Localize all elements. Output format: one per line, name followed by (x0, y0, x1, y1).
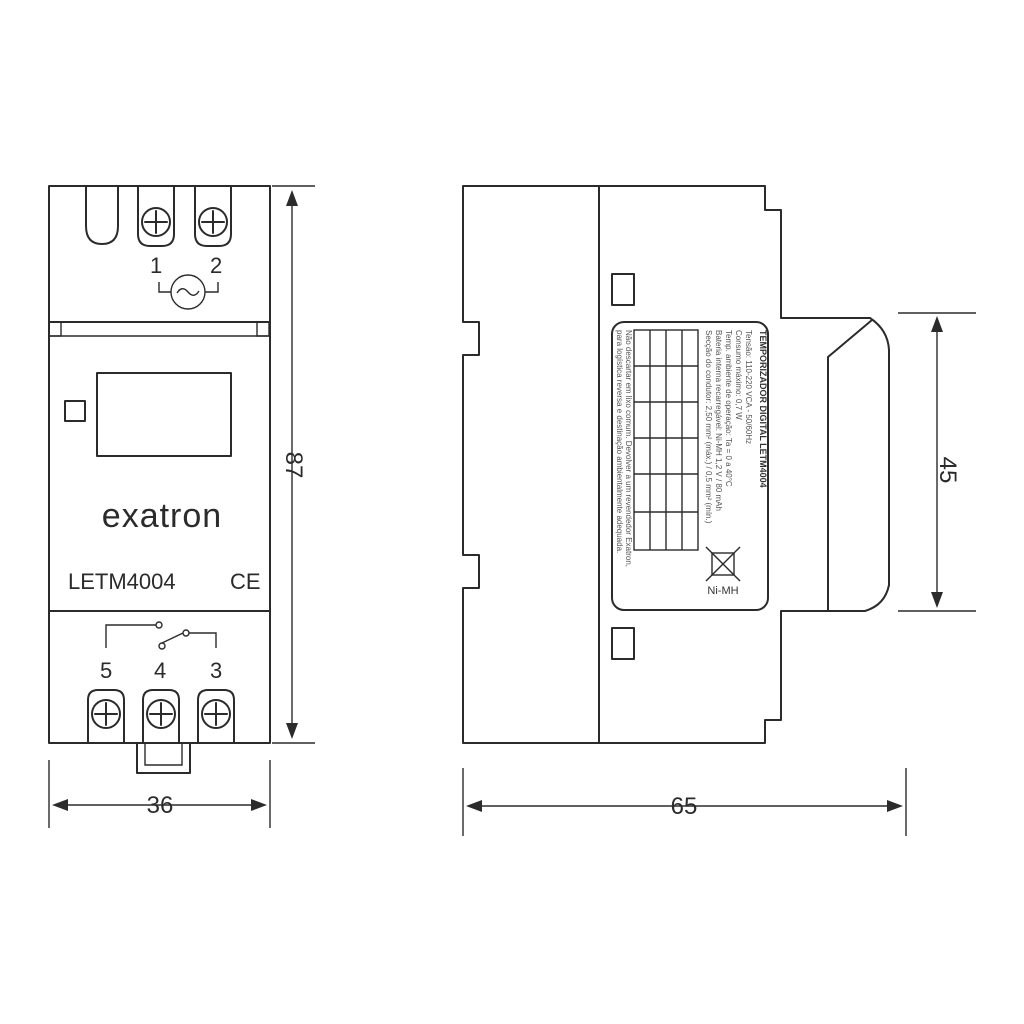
side-window-bottom (611, 627, 635, 660)
terminal-label-2: 2 (210, 253, 222, 278)
front-bottom-slot-4 (142, 689, 180, 744)
relay-contact-icon (105, 621, 217, 650)
arrow-up-icon (286, 190, 298, 206)
height-dimension-value: 87 (280, 452, 307, 479)
program-button (64, 400, 86, 422)
label-line-2: Consumo máximo: 0,7 W (734, 330, 743, 420)
screw-icon (141, 207, 171, 237)
front-tab-left (48, 321, 62, 337)
front-bottom-slot-3 (197, 689, 235, 744)
screw-icon (198, 207, 228, 237)
arrow-down-icon (286, 723, 298, 739)
terminal-label-5: 5 (100, 658, 112, 683)
arrow-right-icon (251, 799, 267, 811)
brand-logo-text: exatron (102, 497, 222, 535)
label-spec-table (633, 329, 699, 551)
ce-mark: CE (230, 569, 261, 594)
rail-dimension-value: 45 (934, 457, 961, 484)
din-rail-profile (827, 319, 873, 612)
terminal-label-1: 1 (150, 253, 162, 278)
ac-supply-icon (158, 274, 219, 310)
front-top-slot-1 (137, 185, 175, 247)
width-dimension-value: 36 (147, 792, 174, 819)
front-body-outline (48, 185, 271, 744)
din-clip (136, 742, 191, 774)
lcd-display (96, 372, 232, 457)
label-line-3: Temp. ambiente de operação: Ta = 0 a 40°… (724, 330, 733, 487)
label-title: TEMPORIZADOR DIGITAL LETM4004 (758, 330, 768, 488)
label-footer-2: para logística reversa e destinação ambi… (615, 330, 624, 553)
screw-icon (91, 699, 121, 729)
screw-icon (146, 699, 176, 729)
arrow-right-icon (887, 800, 903, 812)
front-bottom-slot-5 (87, 689, 125, 744)
side-window-top (611, 273, 635, 306)
crossed-bin-icon (705, 546, 741, 582)
arrow-left-icon (52, 799, 68, 811)
arrow-down-icon (931, 592, 943, 608)
din-clip-inner (144, 743, 183, 766)
label-line-1: Tensão: 110-220 VCA - 50/60Hz (744, 330, 753, 444)
label-footer-1: Não descartar em lixo comum. Devolver a … (624, 330, 633, 567)
front-top-slot-2 (194, 185, 232, 247)
model-label: LETM4004 (68, 569, 176, 594)
arrow-up-icon (931, 316, 943, 332)
front-view: 1 2 exatron LETM4004 CE 5 4 3 (48, 185, 315, 828)
product-label-text: TEMPORIZADOR DIGITAL LETM4004 Tensão: 11… (615, 329, 768, 567)
label-line-4: Bateria interna recarregável: Ni-MH 1,2 … (714, 330, 723, 511)
side-body-outline (462, 185, 890, 744)
terminal-label-4: 4 (154, 658, 166, 683)
label-line-5: Secção do condutor: 2,50 mm² (máx.) / 0,… (704, 330, 713, 524)
product-label (611, 321, 769, 611)
terminal-label-3: 3 (210, 658, 222, 683)
screw-icon (201, 699, 231, 729)
side-view: TEMPORIZADOR DIGITAL LETM4004 Tensão: 11… (462, 185, 976, 836)
battery-mark-text: Ni-MH (707, 585, 738, 597)
front-tab-right (256, 321, 270, 337)
front-top-slot-left (85, 185, 119, 245)
depth-dimension-value: 65 (671, 793, 698, 820)
arrow-left-icon (466, 800, 482, 812)
